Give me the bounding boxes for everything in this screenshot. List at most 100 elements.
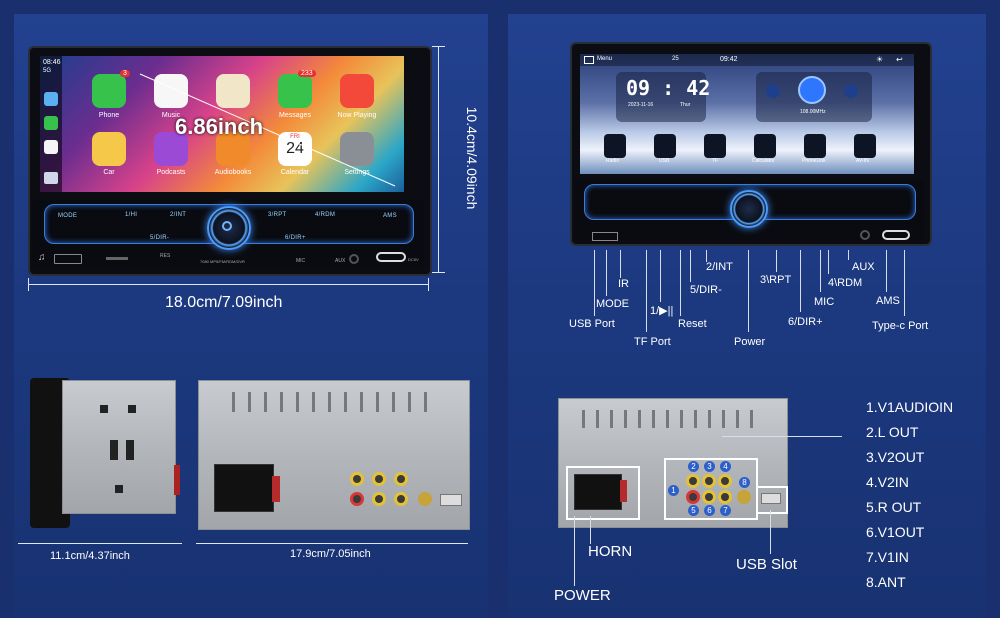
- messages-app-label: Messages: [279, 112, 311, 119]
- usb-port-right[interactable]: [592, 232, 618, 241]
- rca-jack-d: [350, 492, 364, 506]
- rca-jack-e: [372, 492, 386, 506]
- legend-item-1: 1.V1AUDIOIN: [866, 399, 954, 415]
- mic-callout: MIC: [814, 296, 835, 308]
- ams-callout: AMS: [876, 295, 900, 307]
- tf-slot[interactable]: [106, 257, 128, 260]
- two-int-callout: 2/INT: [706, 261, 733, 273]
- iso-connector-red-pins: [272, 476, 280, 502]
- rca-jack-2: [686, 474, 700, 488]
- aux-label: AUX: [335, 258, 346, 264]
- rca-jack-b: [372, 472, 386, 486]
- back-icon[interactable]: ↩: [896, 55, 903, 64]
- four-rdm-button[interactable]: 4/RDM: [315, 212, 336, 218]
- back-dim-line: [196, 543, 468, 544]
- calendar-app-label: Calendar: [280, 169, 310, 176]
- typec-port-right[interactable]: [882, 230, 910, 240]
- car-app-label: Car: [103, 169, 115, 176]
- messages-badge: 233: [298, 70, 316, 77]
- aux-jack-right[interactable]: [860, 230, 870, 240]
- ams-button[interactable]: AMS: [383, 213, 397, 219]
- four-rdm-callout: 4\RDM: [828, 277, 863, 289]
- calendar-app-icon[interactable]: FRI 24: [278, 132, 312, 166]
- menu-label[interactable]: Menu: [597, 56, 613, 62]
- height-dim-cap-bottom: [432, 272, 445, 273]
- phonelink-shortcut[interactable]: [804, 134, 826, 158]
- legend-item-8: 8.ANT: [866, 574, 906, 590]
- six-dir-button[interactable]: 6/DIR+: [285, 235, 306, 241]
- one-hi-button[interactable]: 1/HI: [125, 212, 138, 218]
- sidebar-grid-icon[interactable]: [44, 172, 58, 184]
- usb-slot-port: [761, 493, 781, 504]
- brightness-icon[interactable]: ☀: [876, 55, 884, 64]
- avin-shortcut-label: AV-IN: [856, 158, 869, 164]
- iso-connector-right: [574, 474, 622, 510]
- home-icon[interactable]: [584, 56, 594, 64]
- calendar-day: FRI: [290, 134, 300, 140]
- settings-app-label: Settings: [344, 169, 370, 176]
- avin-shortcut[interactable]: [854, 134, 876, 158]
- side-view-holes-b: [128, 405, 136, 413]
- winter-screen: Menu 25 09:42 ☀ ↩ 09 : 42 2023-11-16 Thu…: [580, 54, 914, 174]
- legend-connector-line: [722, 436, 842, 437]
- two-int-callout-line: [706, 250, 707, 262]
- car-app-icon[interactable]: [92, 132, 126, 166]
- rca-jack-3: [702, 474, 716, 488]
- typec-port[interactable]: [376, 252, 406, 262]
- tf-shortcut-label: TF: [712, 158, 719, 164]
- rca-number-2: 2: [688, 461, 699, 472]
- four-rdm-callout-line: [828, 250, 829, 274]
- usb-back-left: [440, 494, 462, 506]
- side-view-holes-c: [110, 440, 118, 460]
- sidebar-messages-icon[interactable]: [44, 116, 58, 130]
- prev-track-icon[interactable]: [766, 84, 780, 98]
- usb-port[interactable]: [54, 254, 82, 264]
- aux-callout: AUX: [852, 261, 875, 273]
- volume-knob-right[interactable]: [730, 190, 768, 228]
- five-dir-button[interactable]: 5/DIR-: [150, 235, 170, 241]
- tf-shortcut[interactable]: [704, 134, 726, 158]
- calculator-shortcut[interactable]: [754, 134, 776, 158]
- messages-app-icon[interactable]: [278, 74, 312, 108]
- rca-jack-c: [394, 472, 408, 486]
- carplay-screen: 08:46 5G 3 Phone Music 233 Messages Now …: [40, 56, 404, 192]
- usb-callout-line: [594, 250, 595, 316]
- podcasts-app-label: Podcasts: [156, 169, 186, 176]
- usb-shortcut[interactable]: [654, 134, 676, 158]
- side-view-holes-a: [100, 405, 108, 413]
- usb-port-callout: USB Port: [569, 318, 615, 330]
- sidebar-music-icon[interactable]: [44, 140, 58, 154]
- diagonal-line: [139, 73, 396, 187]
- play-callout-line: [660, 250, 661, 302]
- settings-app-icon[interactable]: [340, 132, 374, 166]
- three-rpt-button[interactable]: 3/RPT: [268, 212, 287, 218]
- mode-button[interactable]: MODE: [58, 213, 78, 219]
- rca-jack-f: [394, 492, 408, 506]
- rca-number-7: 7: [720, 505, 731, 516]
- power-callout: Power: [734, 336, 766, 348]
- width-dim-line: [28, 284, 428, 285]
- width-label: 18.0cm/7.09inch: [165, 294, 283, 311]
- antenna-jack-right: [737, 490, 751, 504]
- music-app-icon[interactable]: [154, 74, 188, 108]
- next-track-icon[interactable]: [844, 84, 858, 98]
- reset-callout: Reset: [678, 318, 707, 330]
- phone-badge: 3: [120, 70, 130, 77]
- sidebar-maps-icon[interactable]: [44, 92, 58, 106]
- music-note-icon: ♫: [38, 252, 46, 263]
- radio-shortcut[interactable]: [604, 134, 626, 158]
- screen-size-label: 6.86inch: [175, 114, 264, 139]
- phone-app-icon[interactable]: [92, 74, 126, 108]
- calculator-shortcut-label: Calculator: [752, 158, 775, 164]
- side-view-chassis: [62, 380, 176, 514]
- aux-jack[interactable]: [349, 254, 359, 264]
- usb-slot-callout-line: [770, 510, 771, 554]
- now-playing-app-icon[interactable]: [340, 74, 374, 108]
- audiobooks-app-icon[interactable]: [216, 132, 250, 166]
- two-int-button[interactable]: 2/INT: [170, 212, 187, 218]
- power-icon[interactable]: [222, 221, 232, 231]
- search-icon[interactable]: [798, 76, 826, 104]
- podcasts-app-icon[interactable]: [154, 132, 188, 166]
- maps-app-icon[interactable]: [216, 74, 250, 108]
- rca-number-3: 3: [704, 461, 715, 472]
